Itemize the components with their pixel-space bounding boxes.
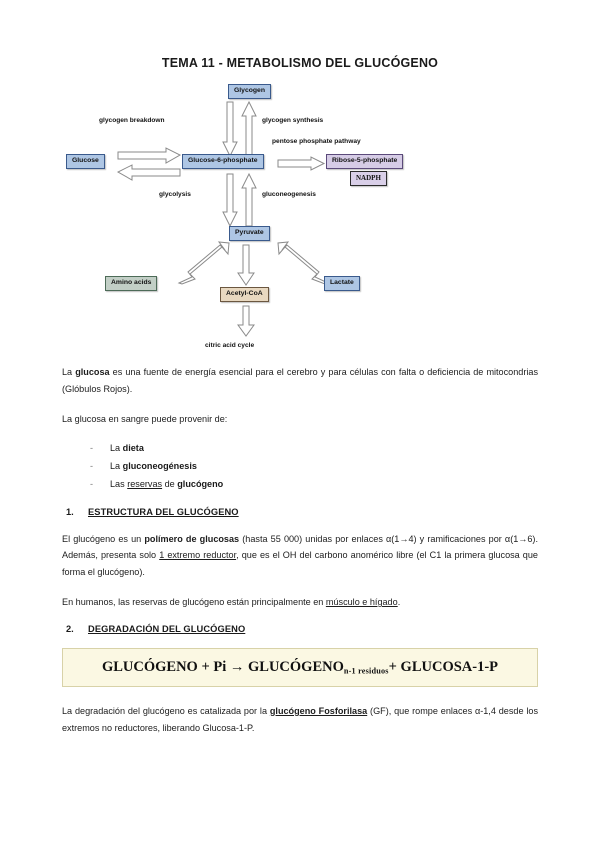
- text-p1-rest: es una fuente de energía esencial para e…: [62, 367, 538, 394]
- text-p1-prefix: La: [62, 367, 76, 377]
- paragraph-glycogen-storage: En humanos, las reservas de glucógeno es…: [62, 594, 538, 611]
- list-glucose-sources: La dieta La gluconeogénesis Las reservas…: [62, 440, 538, 493]
- arrow-pyruvate-amino-acids: [177, 241, 230, 285]
- text-s2pa-bold-fosforilasa: glucógeno Fosforilasa: [269, 705, 368, 716]
- equation-part-2: + GLUCOSA-1-P: [388, 658, 499, 675]
- arrow-glucose-to-g6p: [117, 147, 182, 164]
- bullet-1-prefix: La: [110, 443, 123, 454]
- bullet-3-underline: reservas: [127, 478, 163, 489]
- section-heading-2: 2. DEGRADACIÓN DEL GLUCÓGENO: [62, 624, 538, 634]
- bullet-3-mid: de: [162, 478, 178, 489]
- arrow-g6p-to-ribose-5-phosphate: [277, 156, 326, 171]
- diagram-node-glucose: Glucose: [66, 154, 105, 169]
- text-p1-bold-glucosa: glucosa: [75, 367, 110, 377]
- arrow-acetyl-coa-to-citric-acid-cycle: [237, 305, 255, 337]
- diagram-label-citric-acid-cycle: citric acid cycle: [205, 342, 255, 349]
- list-item: Las reservas de glucógeno: [90, 476, 538, 494]
- glycogen-metabolism-pathway-diagram: Glycogen glycogen breakdown glycogen syn…: [62, 84, 538, 349]
- diagram-label-glycogen-synthesis: glycogen synthesis: [262, 117, 324, 124]
- diagram-node-glycogen: Glycogen: [228, 84, 271, 99]
- section-1-number: 1.: [66, 506, 74, 517]
- arrow-glycolysis-down: [222, 173, 238, 228]
- diagram-label-gluconeogenesis: gluconeogenesis: [262, 191, 316, 198]
- text-s1pa-bold-polimero: polímero de glucosas: [144, 533, 240, 544]
- text-s1pa-t3: , que es el OH del carbono anomérico lib…: [62, 550, 538, 578]
- text-s1pb-underline-musculo-higado: músculo e hígado: [325, 597, 398, 608]
- section-2-number: 2.: [66, 623, 74, 634]
- section-heading-1: 1. ESTRUCTURA DEL GLUCÓGENO: [62, 507, 538, 517]
- text-s1pa-t1: El glucógeno es un: [62, 533, 145, 544]
- text-s1pb-t2: .: [397, 597, 401, 608]
- section-1-title: ESTRUCTURA DEL GLUCÓGENO: [88, 506, 239, 517]
- section-2-title: DEGRADACIÓN DEL GLUCÓGENO: [88, 623, 246, 634]
- bullet-3-prefix: Las: [110, 478, 128, 489]
- arrow-pyruvate-to-acetyl-coa: [237, 244, 255, 286]
- text-s2pa-t1: La degradación del glucógeno es cataliza…: [62, 705, 270, 716]
- diagram-label-glycolysis: glycolysis: [159, 191, 191, 198]
- diagram-node-nadph: NADPH: [350, 171, 387, 186]
- bullet-2-bold: gluconeogénesis: [122, 461, 197, 472]
- text-s2pa-t2: (GF), que rompe enlaces α-1,4 desde los …: [62, 705, 538, 733]
- arrow-glycogen-synthesis-up: [241, 100, 257, 157]
- paragraph-blood-glucose-sources: La glucosa en sangre puede provenir de:: [62, 413, 228, 424]
- text-s1pa-underline-extremo-reductor: 1 extremo reductor: [159, 550, 237, 561]
- diagram-node-ribose-5-phosphate: Ribose-5-phosphate: [326, 154, 404, 169]
- arrow-pyruvate-lactate: [277, 241, 330, 285]
- text-s1pb-t1: En humanos, las reservas de glucógeno es…: [62, 597, 326, 608]
- list-item: La dieta: [90, 440, 538, 458]
- diagram-label-pentose-phosphate-pathway: pentose phosphate pathway: [272, 138, 361, 145]
- diagram-node-acetyl-coa: Acetyl-CoA: [220, 287, 269, 302]
- arrow-gluconeogenesis-up: [241, 172, 257, 227]
- diagram-node-amino-acids: Amino acids: [105, 276, 158, 291]
- arrow-glycogen-breakdown-down: [222, 101, 238, 158]
- diagram-label-glycogen-breakdown: glycogen breakdown: [99, 117, 165, 124]
- equation-text: GLUCÓGENO + Pi → GLUCÓGENOn-1 residuos+ …: [102, 659, 498, 675]
- paragraph-glycogen-degradation: La degradación del glucógeno es cataliza…: [62, 703, 538, 737]
- equation-part-1: GLUCÓGENO + Pi → GLUCÓGENO: [101, 658, 344, 675]
- diagram-node-pyruvate: Pyruvate: [229, 226, 270, 241]
- bullet-3-bold: glucógeno: [177, 478, 224, 489]
- equation-highlight-box: GLUCÓGENO + Pi → GLUCÓGENOn-1 residuos+ …: [62, 647, 538, 687]
- list-item: La gluconeogénesis: [90, 458, 538, 476]
- equation-subscript: n-1 residuos: [343, 666, 389, 676]
- page-title: TEMA 11 - METABOLISMO DEL GLUCÓGENO: [161, 56, 439, 70]
- paragraph-glucose-intro: La glucosa es una fuente de energía esen…: [62, 364, 538, 398]
- bullet-1-bold: dieta: [122, 443, 144, 454]
- arrow-g6p-to-glucose: [116, 164, 181, 181]
- diagram-node-glucose-6-phosphate: Glucose-6-phosphate: [182, 154, 264, 169]
- paragraph-glycogen-structure: El glucógeno es un polímero de glucosas …: [62, 531, 538, 581]
- diagram-node-lactate: Lactate: [324, 276, 360, 291]
- text-s1pa-t2: (hasta 55 000) unidas por enlaces α(1→4)…: [62, 533, 538, 561]
- bullet-2-prefix: La: [110, 461, 123, 472]
